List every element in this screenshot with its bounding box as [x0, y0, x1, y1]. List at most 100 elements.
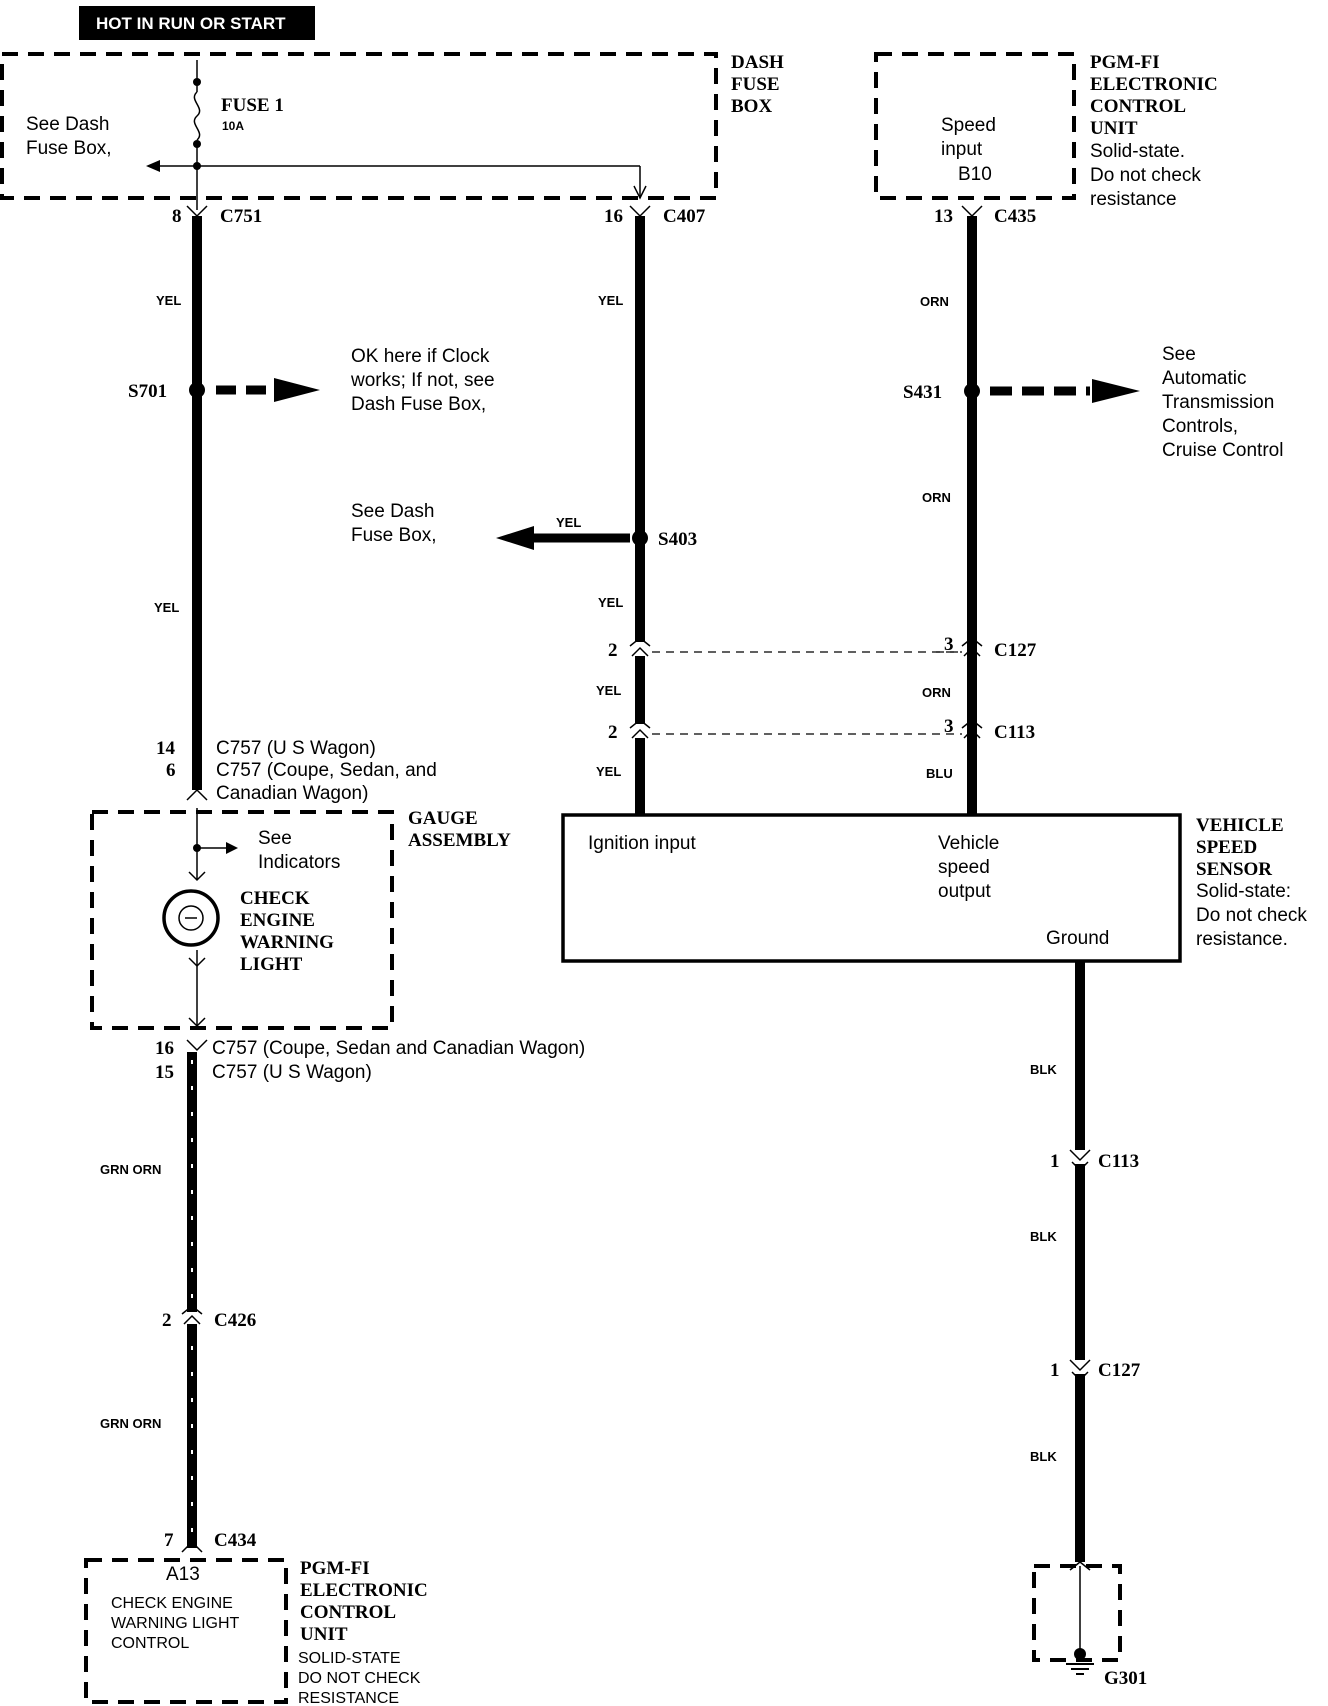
svg-text:2: 2 [608, 722, 618, 743]
arrow-left-icon [146, 160, 160, 172]
svg-text:6: 6 [166, 760, 176, 781]
connector-c113-lower: 1 C113 [1050, 1149, 1139, 1172]
dash-see-2: Fuse Box, [26, 138, 112, 159]
fuse-symbol [193, 91, 201, 141]
speed-input-2: input [941, 139, 983, 160]
speed-input-pin: B10 [958, 164, 992, 185]
svg-text:LIGHT: LIGHT [240, 954, 303, 975]
power-banner: HOT IN RUN OR START [79, 6, 315, 40]
svg-text:CHECK: CHECK [240, 888, 310, 909]
svg-text:BLK: BLK [1030, 1229, 1057, 1244]
svg-text:output: output [938, 881, 992, 902]
svg-text:3: 3 [944, 634, 954, 655]
svg-text:SPEED: SPEED [1196, 837, 1257, 858]
svg-text:Canadian Wagon): Canadian Wagon) [216, 783, 368, 804]
svg-text:Do not check: Do not check [1196, 905, 1307, 926]
svg-text:7: 7 [164, 1530, 174, 1551]
pgmfi-top-title-1: PGM-FI [1090, 52, 1160, 73]
power-label: HOT IN RUN OR START [96, 14, 286, 33]
svg-text:BLK: BLK [1030, 1062, 1057, 1077]
wire-label-yel-1: YEL [156, 293, 181, 308]
connector-c434: 7 C434 [164, 1530, 257, 1553]
svg-text:ELECTRONIC: ELECTRONIC [300, 1580, 428, 1601]
dash-fuse-box: DASH FUSE BOX FUSE 1 10A See Dash Fuse B… [0, 52, 784, 210]
svg-text:Ignition input: Ignition input [588, 833, 696, 854]
dash-fuse-box-title-3: BOX [731, 96, 772, 117]
svg-text:S403: S403 [658, 529, 697, 550]
svg-text:C435: C435 [994, 206, 1036, 227]
svg-text:BLK: BLK [1030, 1449, 1057, 1464]
svg-text:15: 15 [155, 1062, 174, 1083]
splice-s403: S403 YEL See Dash Fuse Box, [351, 501, 697, 550]
arrow-right-icon [274, 378, 320, 402]
svg-text:PGM-FI: PGM-FI [300, 1558, 370, 1579]
splice-s431: S431 See Automatic Transmission Controls… [903, 344, 1283, 461]
svg-text:CHECK ENGINE: CHECK ENGINE [111, 1595, 233, 1612]
svg-text:Controls,: Controls, [1162, 416, 1238, 437]
dash-fuse-box-title-2: FUSE [731, 74, 780, 95]
svg-text:YEL: YEL [556, 515, 581, 530]
svg-text:C751: C751 [220, 206, 262, 227]
svg-text:ASSEMBLY: ASSEMBLY [408, 830, 511, 851]
dash-fuse-box-title-1: DASH [731, 52, 784, 73]
svg-text:C426: C426 [214, 1310, 256, 1331]
svg-text:C113: C113 [1098, 1151, 1139, 1172]
svg-text:3: 3 [944, 716, 954, 737]
svg-text:1: 1 [1050, 1360, 1060, 1381]
svg-text:2: 2 [162, 1310, 172, 1331]
svg-text:Cruise Control: Cruise Control [1162, 440, 1283, 461]
svg-text:CONTROL: CONTROL [300, 1602, 396, 1623]
svg-text:ENGINE: ENGINE [240, 910, 315, 931]
arrow-right-icon [1092, 379, 1140, 403]
svg-text:C434: C434 [214, 1530, 257, 1551]
svg-text:Solid-state:: Solid-state: [1196, 881, 1291, 902]
svg-text:S431: S431 [903, 382, 942, 403]
svg-text:Automatic: Automatic [1162, 368, 1246, 389]
svg-text:C757 (U S Wagon): C757 (U S Wagon) [216, 738, 376, 759]
speed-input-1: Speed [941, 115, 996, 136]
svg-text:OK here if Clock: OK here if Clock [351, 346, 490, 367]
wire-label-yel-2: YEL [154, 600, 179, 615]
svg-text:Dash Fuse Box,: Dash Fuse Box, [351, 394, 486, 415]
svg-text:C113: C113 [994, 722, 1035, 743]
svg-text:See: See [1162, 344, 1196, 365]
svg-text:A13: A13 [166, 1564, 200, 1585]
svg-text:YEL: YEL [598, 293, 623, 308]
fuse-rating: 10A [222, 119, 244, 133]
svg-text:C127: C127 [994, 640, 1037, 661]
pgmfi-top-title-2: ELECTRONIC [1090, 74, 1218, 95]
svg-text:C407: C407 [663, 206, 706, 227]
svg-text:Ground: Ground [1046, 928, 1109, 949]
svg-text:speed: speed [938, 857, 990, 878]
svg-text:WARNING LIGHT: WARNING LIGHT [111, 1615, 240, 1632]
svg-text:Fuse Box,: Fuse Box, [351, 525, 437, 546]
svg-text:Transmission: Transmission [1162, 392, 1274, 413]
ground-g301: G301 [1032, 1561, 1147, 1689]
wire-label-grn-orn-1: GRN ORN [100, 1162, 161, 1177]
connector-c757-bottom: 16 C757 (Coupe, Sedan and Canadian Wagon… [155, 1038, 585, 1083]
svg-text:ORN: ORN [922, 490, 951, 505]
pgmfi-top: Speed input B10 PGM-FI ELECTRONIC CONTRO… [874, 52, 1218, 210]
svg-text:GAUGE: GAUGE [408, 808, 478, 829]
svg-text:YEL: YEL [596, 764, 621, 779]
svg-text:13: 13 [934, 206, 953, 227]
pgmfi-top-note-2: Do not check [1090, 165, 1201, 186]
fuse-name: FUSE 1 [221, 95, 284, 116]
svg-text:8: 8 [172, 206, 182, 227]
svg-text:BLU: BLU [926, 766, 953, 781]
svg-text:16: 16 [604, 206, 623, 227]
svg-text:WARNING: WARNING [240, 932, 334, 953]
svg-text:See Dash: See Dash [351, 501, 434, 522]
svg-text:C757 (U S Wagon): C757 (U S Wagon) [212, 1062, 372, 1083]
svg-text:G301: G301 [1104, 1668, 1147, 1689]
svg-text:works; If not, see: works; If not, see [350, 370, 495, 391]
svg-text:DO NOT CHECK: DO NOT CHECK [298, 1670, 421, 1687]
wire-label-grn-orn-2: GRN ORN [100, 1416, 161, 1431]
pgmfi-top-title-3: CONTROL [1090, 96, 1186, 117]
svg-text:ORN: ORN [920, 294, 949, 309]
svg-text:VEHICLE: VEHICLE [1196, 815, 1284, 836]
connector-c407: 16 C407 [604, 205, 706, 227]
svg-text:SENSOR: SENSOR [1196, 859, 1272, 880]
arrow-right-icon [226, 842, 238, 854]
